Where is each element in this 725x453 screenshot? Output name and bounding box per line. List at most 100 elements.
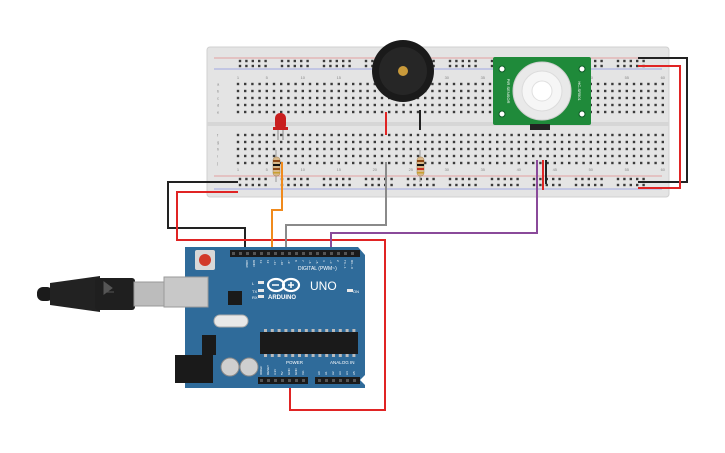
breadboard-hole[interactable] bbox=[330, 133, 333, 137]
breadboard-hole[interactable] bbox=[654, 110, 657, 114]
breadboard-hole[interactable] bbox=[265, 82, 268, 86]
breadboard-hole[interactable] bbox=[431, 140, 434, 144]
breadboard-hole[interactable] bbox=[272, 96, 276, 100]
breadboard-hole[interactable] bbox=[409, 110, 412, 114]
breadboard-hole[interactable] bbox=[604, 89, 607, 93]
breadboard-hole[interactable] bbox=[359, 89, 362, 93]
rail-hole[interactable] bbox=[364, 59, 368, 63]
breadboard-hole[interactable] bbox=[373, 133, 376, 137]
breadboard-hole[interactable] bbox=[416, 103, 420, 107]
rail-hole[interactable] bbox=[581, 183, 584, 187]
rail-hole[interactable] bbox=[377, 177, 380, 181]
breadboard-hole[interactable] bbox=[553, 154, 556, 158]
breadboard-hole[interactable] bbox=[251, 154, 254, 158]
breadboard-hole[interactable] bbox=[294, 103, 297, 107]
breadboard-hole[interactable] bbox=[438, 103, 441, 107]
breadboard-hole[interactable] bbox=[481, 96, 484, 100]
breadboard-hole[interactable] bbox=[568, 133, 571, 137]
breadboard-hole[interactable] bbox=[460, 140, 463, 144]
header-hole[interactable] bbox=[318, 379, 321, 382]
header-hole[interactable] bbox=[325, 379, 328, 382]
breadboard-hole[interactable] bbox=[359, 96, 362, 100]
breadboard-hole[interactable] bbox=[632, 96, 636, 100]
breadboard-hole[interactable] bbox=[287, 147, 290, 151]
breadboard-hole[interactable] bbox=[510, 140, 513, 144]
rail-hole[interactable] bbox=[474, 177, 477, 181]
rail-hole[interactable] bbox=[461, 183, 464, 187]
rail-hole[interactable] bbox=[329, 64, 332, 68]
breadboard-hole[interactable] bbox=[467, 140, 470, 144]
breadboard-hole[interactable] bbox=[323, 110, 326, 114]
rail-hole[interactable] bbox=[251, 64, 254, 68]
breadboard-hole[interactable] bbox=[251, 89, 254, 93]
breadboard-hole[interactable] bbox=[532, 140, 535, 144]
breadboard-hole[interactable] bbox=[467, 154, 470, 158]
breadboard-hole[interactable] bbox=[416, 147, 420, 151]
breadboard-hole[interactable] bbox=[632, 161, 636, 165]
breadboard-hole[interactable] bbox=[330, 96, 333, 100]
header-hole[interactable] bbox=[253, 252, 256, 255]
breadboard-hole[interactable] bbox=[438, 161, 441, 165]
header-hole[interactable] bbox=[344, 252, 347, 255]
breadboard-hole[interactable] bbox=[308, 161, 312, 165]
breadboard-hole[interactable] bbox=[366, 82, 369, 86]
breadboard-hole[interactable] bbox=[409, 147, 412, 151]
breadboard-hole[interactable] bbox=[438, 82, 441, 86]
breadboard-hole[interactable] bbox=[294, 133, 297, 137]
breadboard-hole[interactable] bbox=[244, 110, 247, 114]
rail-hole[interactable] bbox=[468, 59, 471, 63]
rail-hole[interactable] bbox=[468, 177, 471, 181]
breadboard-hole[interactable] bbox=[287, 133, 290, 137]
breadboard-hole[interactable] bbox=[647, 140, 650, 144]
header-hole[interactable] bbox=[267, 252, 270, 255]
breadboard-hole[interactable] bbox=[258, 82, 261, 86]
rail-hole[interactable] bbox=[245, 59, 248, 63]
breadboard-hole[interactable] bbox=[402, 103, 405, 107]
breadboard-hole[interactable] bbox=[481, 103, 484, 107]
wire-red-5v[interactable] bbox=[176, 191, 386, 411]
breadboard-hole[interactable] bbox=[244, 161, 247, 165]
rail-hole[interactable] bbox=[461, 64, 464, 68]
breadboard-hole[interactable] bbox=[546, 154, 549, 158]
breadboard-hole[interactable] bbox=[402, 161, 405, 165]
arduino-uno[interactable]: ARDUINO UNO DIGITAL (PWM~) POWER ANALOG … bbox=[163, 247, 365, 388]
breadboard-hole[interactable] bbox=[236, 96, 240, 100]
breadboard-hole[interactable] bbox=[575, 147, 578, 151]
breadboard-hole[interactable] bbox=[604, 133, 607, 137]
breadboard-hole[interactable] bbox=[460, 103, 463, 107]
breadboard-hole[interactable] bbox=[488, 96, 492, 100]
breadboard-hole[interactable] bbox=[481, 154, 484, 158]
breadboard-hole[interactable] bbox=[395, 161, 398, 165]
rail-hole[interactable] bbox=[642, 177, 645, 181]
breadboard-hole[interactable] bbox=[359, 103, 362, 107]
breadboard-hole[interactable] bbox=[251, 161, 254, 165]
breadboard-hole[interactable] bbox=[330, 140, 333, 144]
breadboard-hole[interactable] bbox=[467, 89, 470, 93]
rail-hole[interactable] bbox=[539, 183, 542, 187]
rail-hole[interactable] bbox=[329, 177, 332, 181]
rail-hole[interactable] bbox=[342, 59, 345, 63]
breadboard-hole[interactable] bbox=[632, 110, 636, 114]
breadboard-hole[interactable] bbox=[280, 133, 283, 137]
rail-hole[interactable] bbox=[636, 183, 639, 187]
breadboard-hole[interactable] bbox=[460, 161, 463, 165]
breadboard-hole[interactable] bbox=[488, 161, 492, 165]
breadboard-hole[interactable] bbox=[330, 110, 333, 114]
breadboard-hole[interactable] bbox=[582, 154, 585, 158]
breadboard-hole[interactable] bbox=[647, 147, 650, 151]
header-hole[interactable] bbox=[309, 252, 312, 255]
breadboard-hole[interactable] bbox=[287, 110, 290, 114]
breadboard-hole[interactable] bbox=[366, 89, 369, 93]
rail-hole[interactable] bbox=[419, 177, 422, 181]
breadboard-hole[interactable] bbox=[445, 147, 448, 151]
breadboard-hole[interactable] bbox=[294, 154, 297, 158]
rail-hole[interactable] bbox=[377, 183, 380, 187]
rail-hole[interactable] bbox=[616, 64, 620, 68]
breadboard-hole[interactable] bbox=[424, 133, 427, 137]
breadboard-hole[interactable] bbox=[395, 140, 398, 144]
rail-hole[interactable] bbox=[322, 177, 326, 181]
breadboard-hole[interactable] bbox=[323, 154, 326, 158]
breadboard-hole[interactable] bbox=[488, 103, 492, 107]
breadboard-hole[interactable] bbox=[352, 154, 355, 158]
breadboard-hole[interactable] bbox=[294, 89, 297, 93]
